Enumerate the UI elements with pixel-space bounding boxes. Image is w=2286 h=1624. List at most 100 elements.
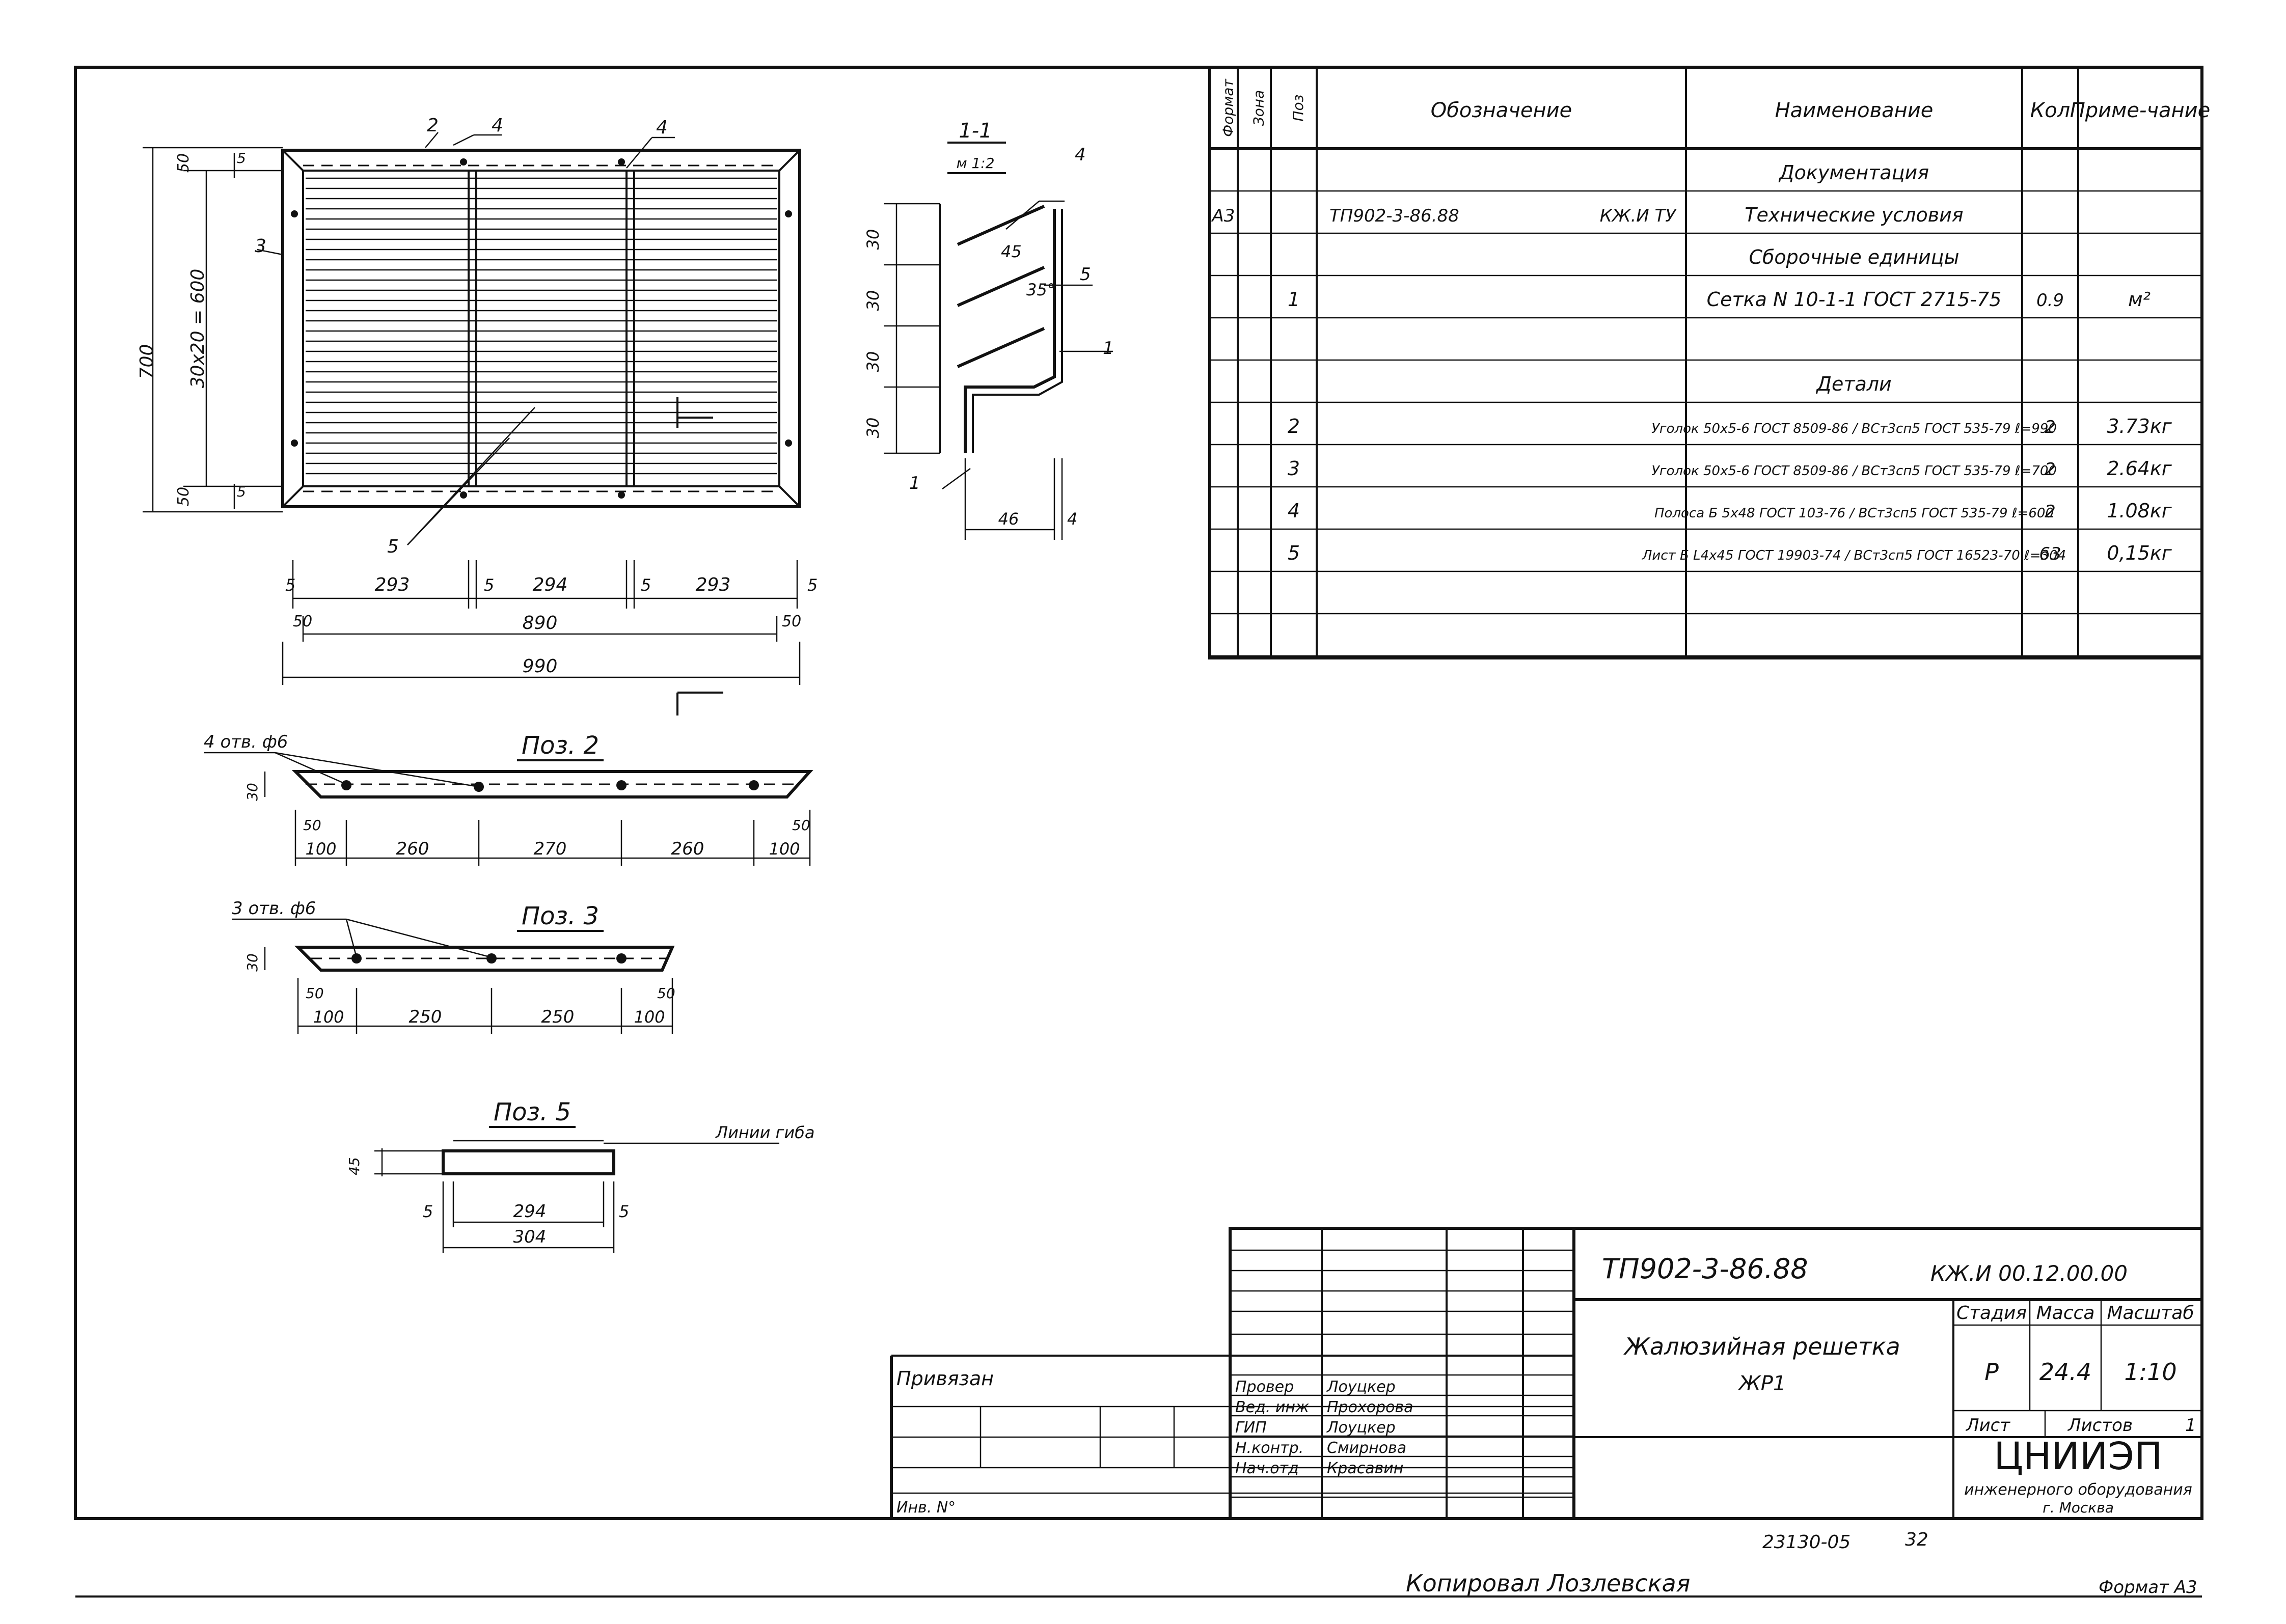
role-title: Провер [1235, 1378, 1294, 1396]
poz3-dim-100-right: 100 [634, 1007, 665, 1027]
svg-text:3: 3 [255, 236, 266, 257]
archive-number: 23130-05 [1762, 1532, 1850, 1553]
table-header-0: Формат [1220, 79, 1237, 137]
sec-dim-30-a: 30 [863, 229, 883, 250]
sec-dim-45: 45 [1001, 242, 1022, 261]
stage-label: Стадия [1956, 1303, 2027, 1324]
svg-text:5: 5 [1080, 264, 1091, 285]
poz5-label: Поз. 5 [494, 1098, 571, 1126]
poz2-dim-270: 270 [534, 839, 567, 859]
table-cell: м² [2128, 288, 2151, 311]
grille-front-view: 2 4 4 3 5 700 30х20 = 600 50 50 5 5 5 29… [137, 115, 818, 715]
poz2-holes: 4 отв. ф6 [204, 732, 288, 752]
dim-five-mid1: 5 [484, 575, 494, 595]
grille-outer-frame [281, 149, 801, 508]
table-cell: Лист Б L4х45 ГОСТ 19903-74 / ВСт3сп5 ГОС… [1642, 548, 2066, 563]
dim-seg-3: 293 [696, 574, 731, 595]
table-cell: 3 [1288, 457, 1300, 480]
privyazan-label: Привязан [896, 1367, 994, 1390]
table-cell: ТП902-3-86.88 [1329, 206, 1459, 226]
poz2-dim-30: 30 [244, 783, 261, 801]
sec-dim-46: 46 [998, 509, 1019, 529]
role-title: ГИП [1235, 1419, 1267, 1437]
svg-text:1: 1 [1103, 338, 1114, 359]
table-header-5: Кол [2030, 99, 2070, 122]
section-scale: м 1:2 [956, 155, 994, 172]
table-cell: Полоса Б 5х48 ГОСТ 103-76 / ВСт3сп5 ГОСТ… [1654, 506, 2054, 521]
sec-dim-30-c: 30 [863, 351, 883, 372]
org-subtitle: инженерного оборудования [1964, 1481, 2192, 1499]
dim-seg-2: 294 [533, 574, 568, 595]
title-name: Жалюзийная решетка [1623, 1333, 1900, 1360]
role-person: Прохорова [1327, 1398, 1413, 1416]
copied-by: Копировал Лозлевская [1406, 1570, 1690, 1597]
poz3-dim-30: 30 [244, 953, 261, 972]
poz3-dim-50-right: 50 [657, 985, 675, 1002]
table-cell-code: КЖ.И ТУ [1600, 206, 1677, 226]
table-cell: Документация [1778, 161, 1929, 184]
poz5-dim-5-right: 5 [619, 1202, 629, 1221]
table-cell: Уголок 50х5-6 ГОСТ 8509-86 / ВСт3сп5 ГОС… [1651, 463, 2057, 479]
page-number: 32 [1905, 1529, 1928, 1550]
sheet-border [74, 66, 2203, 1520]
sec-dim-30-b: 30 [863, 290, 883, 311]
role-person: Красавин [1327, 1460, 1403, 1477]
org-city: г. Москва [2043, 1499, 2114, 1516]
table-cell: 2 [2045, 417, 2056, 437]
sheet-label: Лист [1965, 1415, 2010, 1436]
dim-top-50: 50 [175, 153, 193, 173]
dim-outer-width: 990 [523, 656, 558, 677]
poz3-dim-250-b: 250 [541, 1007, 575, 1027]
table-row: 3 Уголок 50х5-6 ГОСТ 8509-86 / ВСт3сп5 ГО… [1288, 457, 2172, 480]
scale-value: 1:10 [2124, 1358, 2176, 1386]
table-cell: Уголок 50х5-6 ГОСТ 8509-86 / ВСт3сп5 ГОС… [1651, 421, 2057, 436]
table-header-2: Поз [1290, 94, 1307, 121]
poz5-dim-294: 294 [513, 1201, 547, 1222]
poz3-dim-100-left: 100 [313, 1007, 344, 1027]
table-row: Детали [1815, 373, 1891, 395]
table-row: Документация [1778, 161, 1929, 184]
poz5-dim-45: 45 [346, 1157, 363, 1175]
poz5-dim-5-left: 5 [423, 1202, 433, 1221]
poz3-dim-50-left: 50 [306, 985, 324, 1002]
sec-dim-4: 4 [1067, 509, 1077, 529]
sec-dim-30-d: 30 [863, 418, 883, 438]
svg-text:4: 4 [1075, 145, 1086, 165]
scale-label: Масштаб [2107, 1303, 2194, 1324]
poz2-dim-100-right: 100 [769, 839, 800, 859]
dim-edge-50-left: 50 [293, 613, 312, 630]
dim-frame-height: 700 [137, 344, 157, 379]
format-label: Формат А3 [2099, 1577, 2197, 1598]
sheets-label: Листов [2067, 1415, 2133, 1436]
poz2-label: Поз. 2 [522, 731, 599, 760]
sec-dim-35deg: 35° [1026, 280, 1055, 299]
dim-inner-width: 890 [523, 613, 558, 634]
poz2-dim-260-a: 260 [396, 839, 429, 859]
table-header-4: Наименование [1775, 99, 1934, 122]
table-cell: Детали [1815, 373, 1891, 395]
dim-five-top: 5 [237, 150, 246, 167]
role-title: Н.контр. [1235, 1439, 1303, 1457]
table-cell: 3.73кг [2107, 415, 2172, 437]
stage-value: Р [1984, 1358, 1999, 1386]
svg-text:4: 4 [656, 117, 668, 138]
table-row: Сборочные единицы [1749, 246, 1959, 268]
table-cell: 1.08кг [2107, 500, 2172, 522]
role-person: Лоуцкер [1326, 1419, 1396, 1437]
dim-edge-50-right: 50 [782, 613, 801, 630]
table-cell: Технические условия [1745, 204, 1963, 226]
section-label: 1-1 [959, 119, 992, 143]
title-doc-code: КЖ.И 00.12.00.00 [1930, 1261, 2128, 1286]
table-cell: 2 [1288, 415, 1300, 437]
table-header-1: Зона [1250, 90, 1267, 126]
role-person: Лоуцкер [1326, 1378, 1396, 1396]
inv-label: Инв. N° [896, 1499, 956, 1517]
title-block: ТП902-3-86.88 КЖ.И 00.12.00.00 Жалюзийна… [890, 1227, 2203, 1520]
